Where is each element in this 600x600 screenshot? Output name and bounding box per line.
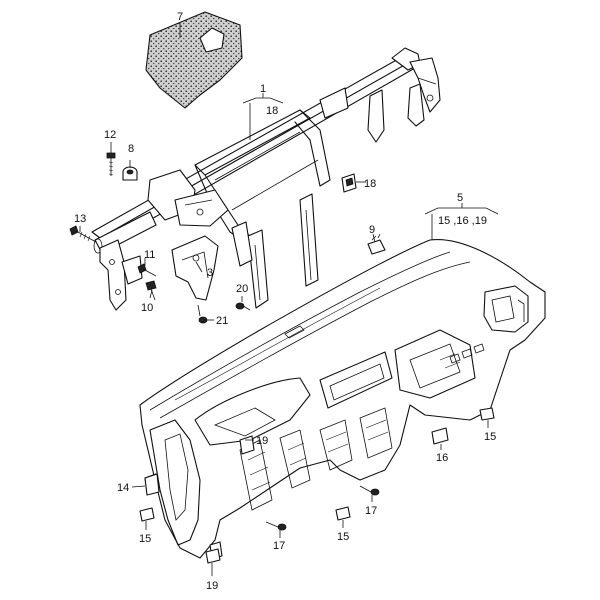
screw-17-lower [277, 523, 287, 531]
dash-fasteners [139, 407, 495, 564]
callout-10: 10 [141, 302, 153, 314]
callout-11: 11 [144, 249, 155, 261]
clip-9 [367, 233, 386, 255]
callout-15-left: 15 [139, 533, 151, 545]
clip-19-bottom [205, 548, 221, 564]
insulation-pad [145, 11, 243, 109]
bolt-21 [197, 304, 208, 324]
bolt-12 [106, 152, 116, 176]
callout-19-bottom: 19 [206, 580, 218, 592]
callout-labels: 7 1 18 12 8 18 5 15 ,16 ,19 13 9 11 3 20… [74, 11, 496, 592]
cross-member [91, 47, 441, 311]
callout-5-sub: 15 ,16 ,19 [438, 215, 487, 227]
callout-12: 12 [104, 129, 116, 141]
clip-15-right [479, 407, 495, 421]
callout-1: 1 [260, 83, 266, 95]
callout-9: 9 [369, 224, 375, 236]
callout-15-right: 15 [484, 431, 496, 443]
nut-8 [122, 166, 138, 181]
callout-7: 7 [177, 11, 183, 23]
bolt-11 [137, 263, 157, 277]
clip-14 [144, 473, 160, 496]
callout-17-lower: 17 [273, 540, 285, 552]
callout-20: 20 [236, 283, 248, 295]
callout-3: 3 [207, 267, 213, 279]
callout-1-sub: 18 [266, 105, 278, 117]
screw-20 [235, 302, 251, 311]
callout-17-right: 17 [365, 505, 377, 517]
callout-8: 8 [128, 143, 134, 155]
callout-15-center: 15 [337, 531, 349, 543]
fasteners [69, 152, 386, 324]
leader-lines [79, 22, 499, 576]
callout-19-upper: 19 [256, 435, 268, 447]
callout-14: 14 [117, 482, 129, 494]
callout-5: 5 [457, 192, 463, 204]
clip-15-left [139, 507, 155, 522]
callout-18: 18 [364, 178, 376, 190]
callout-16: 16 [436, 452, 448, 464]
bolt-10 [145, 280, 157, 301]
callout-13: 13 [74, 213, 86, 225]
clip-15-center [335, 506, 351, 521]
screw-17-right [370, 488, 380, 496]
clip-16 [431, 427, 449, 445]
bolt-13 [69, 225, 97, 243]
callout-21: 21 [216, 315, 228, 327]
clip-18 [341, 173, 357, 193]
